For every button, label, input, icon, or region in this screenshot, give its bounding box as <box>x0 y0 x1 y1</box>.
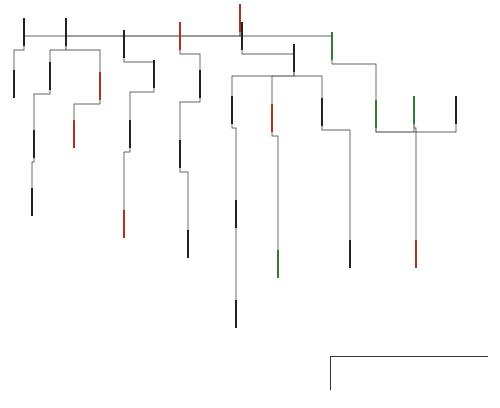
connector-line-26 <box>321 126 351 240</box>
tree-node-3 <box>120 30 128 58</box>
connector-line-9 <box>179 50 201 70</box>
tree-node-13 <box>372 100 380 128</box>
connector-line-12 <box>33 90 51 130</box>
tree-node-placeholder-mark <box>179 22 181 50</box>
tree-node-placeholder-mark <box>49 62 51 90</box>
tree-node-placeholder-mark <box>73 120 75 148</box>
tree-node-18 <box>228 96 236 124</box>
tree-node-placeholder-mark <box>235 200 237 228</box>
tree-node-24 <box>120 210 128 238</box>
tree-node-placeholder-mark <box>239 4 241 32</box>
tree-node-25 <box>184 230 192 258</box>
tree-node-16 <box>126 120 134 148</box>
tree-node-12 <box>290 44 298 72</box>
connector-line-16 <box>231 72 295 96</box>
connector-line-7 <box>65 46 101 72</box>
tree-node-placeholder-mark <box>153 60 155 88</box>
tree-node-placeholder-mark <box>179 140 181 168</box>
tree-node-placeholder-mark <box>199 70 201 98</box>
tree-node-11 <box>196 70 204 98</box>
connector-line-27 <box>413 124 417 240</box>
connector-line-21 <box>31 158 35 188</box>
tree-node-6 <box>328 32 336 60</box>
tree-node-10 <box>150 60 158 88</box>
tree-node-1 <box>20 18 28 46</box>
connector-line-13 <box>73 100 101 120</box>
tree-node-placeholder-mark <box>293 44 295 72</box>
tree-node-27 <box>274 250 282 278</box>
tree-node-7 <box>10 70 18 98</box>
tree-node-placeholder-mark <box>277 250 279 278</box>
connector-line-0 <box>23 18 241 37</box>
tree-node-placeholder-mark <box>415 240 417 268</box>
tree-node-19 <box>268 104 276 132</box>
connector-line-22 <box>123 148 131 210</box>
connector-line-5 <box>239 32 333 37</box>
connector-line-15 <box>179 98 201 140</box>
connector-line-11 <box>331 60 377 100</box>
tree-node-28 <box>346 240 354 268</box>
tree-node-placeholder-mark <box>235 300 237 328</box>
tree-node-2 <box>62 18 70 46</box>
tree-node-15 <box>70 120 78 148</box>
tree-node-5 <box>238 22 246 50</box>
tree-node-placeholder-mark <box>99 72 101 100</box>
connector-line-10 <box>241 44 295 55</box>
tree-node-placeholder-mark <box>123 210 125 238</box>
tree-node-9 <box>96 72 104 100</box>
tree-node-placeholder-mark <box>375 100 377 128</box>
tree-node-placeholder-mark <box>13 70 15 98</box>
tree-node-placeholder-mark <box>33 130 35 158</box>
tree-node-22 <box>452 96 460 124</box>
tree-node-29 <box>412 240 420 268</box>
tree-node-8 <box>46 62 54 90</box>
tree-node-4 <box>176 22 184 50</box>
legend-box <box>330 356 488 390</box>
tree-node-17 <box>176 140 184 168</box>
tree-node-placeholder-mark <box>31 188 33 216</box>
tree-node-placeholder-mark <box>271 104 273 132</box>
tree-node-placeholder-mark <box>187 230 189 258</box>
tree-node-20 <box>318 98 326 126</box>
connector-line-24 <box>231 124 237 200</box>
tree-node-placeholder-mark <box>455 96 457 124</box>
tree-node-14 <box>30 130 38 158</box>
tree-node-26 <box>232 200 240 228</box>
tree-node-0 <box>236 4 244 32</box>
tree-node-placeholder-mark <box>321 98 323 126</box>
connector-line-17 <box>271 72 295 104</box>
tree-node-placeholder-mark <box>65 18 67 46</box>
connector-line-19 <box>375 96 415 133</box>
connector-line-14 <box>129 88 155 120</box>
tree-node-placeholder-mark <box>413 96 415 124</box>
connector-line-23 <box>179 168 189 230</box>
connector-line-1 <box>65 18 241 37</box>
tree-node-placeholder-mark <box>331 32 333 60</box>
tree-node-placeholder-mark <box>349 240 351 268</box>
connector-line-29 <box>13 46 25 70</box>
tree-node-placeholder-mark <box>123 30 125 58</box>
tree-node-placeholder-mark <box>241 22 243 50</box>
tree-node-placeholder-mark <box>129 120 131 148</box>
tree-node-placeholder-mark <box>231 96 233 124</box>
connector-line-25 <box>271 132 279 250</box>
tree-node-30 <box>232 300 240 328</box>
connector-line-18 <box>293 72 323 98</box>
connector-line-6 <box>49 46 67 62</box>
tree-node-placeholder-mark <box>23 18 25 46</box>
connector-line-3 <box>179 22 241 37</box>
tree-node-23 <box>28 188 36 216</box>
tree-node-21 <box>410 96 418 124</box>
